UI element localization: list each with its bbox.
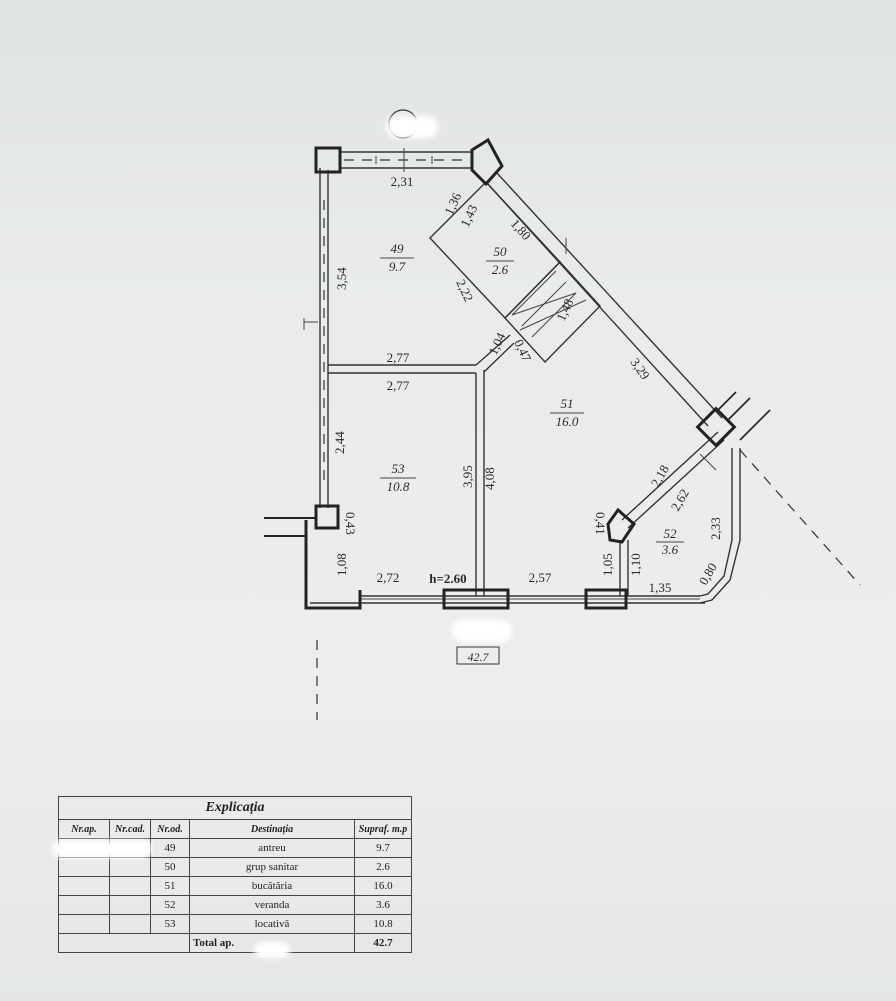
columns [264, 137, 771, 610]
label-d_043: 0,43 [343, 512, 358, 535]
total-area-box [456, 646, 500, 665]
label-suprafata: 10.8 [354, 914, 412, 934]
label-suprafata: 9.7 [354, 838, 412, 858]
room-50-number: 50 [494, 244, 508, 259]
room-50-area: 2.6 [492, 262, 509, 277]
label-d_104: 1,04 [485, 330, 508, 357]
label-1: Nr.cad. [109, 819, 151, 839]
label-d_233: 2,33 [708, 517, 723, 540]
room-52-area: 3.6 [661, 542, 679, 557]
label-d_244: 2,44 [332, 431, 347, 454]
label-destinatia: locativă [189, 914, 355, 934]
label-d_041: 0,41 [593, 512, 608, 535]
table-total-row: Total ap. 42.7 [58, 933, 412, 953]
label-suprafata: 16.0 [354, 876, 412, 896]
label-d_257: 2,57 [529, 570, 552, 585]
redaction-total [254, 942, 290, 958]
label-d_180: 1,80 [508, 216, 534, 243]
label-d_231: 2,31 [391, 174, 414, 189]
label-d_329: 3,29 [628, 355, 653, 382]
label-suprafata: 3.6 [354, 895, 412, 915]
total-area-label: 42.7 [468, 650, 490, 664]
room-51-area: 16.0 [556, 414, 579, 429]
room-49-number: 49 [391, 241, 405, 256]
label-d_408: 4,08 [482, 467, 497, 490]
label-d_110: 1,10 [628, 553, 643, 576]
axis-lines [316, 159, 861, 720]
label-d_108: 1,08 [334, 553, 349, 576]
table-header-row: Nr.ap. Nr.cad. Nr.od. Destinația Supraf.… [58, 819, 412, 839]
label-destinatia: grup sanitar [189, 857, 355, 877]
room-53-number: 53 [392, 461, 406, 476]
redaction-top [386, 116, 438, 138]
label-nr_od: 53 [150, 914, 190, 934]
label-d_354: 3,54 [334, 267, 349, 290]
redaction-table [52, 840, 152, 858]
label-d_277a: 2,77 [387, 350, 410, 365]
label-d_143: 1,43 [457, 202, 480, 229]
label-d_277b: 2,77 [387, 378, 410, 393]
walls [303, 148, 741, 604]
room-51-number: 51 [561, 396, 574, 411]
label-d_218: 2,18 [648, 462, 672, 489]
label-4: Supraf. m.p [354, 819, 412, 839]
label-3: Destinația [189, 819, 355, 839]
label-destinatia: bucătăria [189, 876, 355, 896]
label-nr_od: 49 [150, 838, 190, 858]
label-d_262: 2,62 [668, 486, 692, 513]
label-0: Nr.ap. [58, 819, 110, 839]
label-suprafata: 2.6 [354, 857, 412, 877]
label-destinatia: antreu [189, 838, 355, 858]
label-d_105: 1,05 [600, 553, 615, 576]
explanation-table: Explicația Nr.ap. Nr.cad. Nr.od. Destina… [58, 796, 412, 953]
label-d_272: 2,72 [377, 570, 400, 585]
label-2: Nr.od. [150, 819, 190, 839]
label-destinatia: veranda [189, 895, 355, 915]
label-d_148: 1,48 [553, 296, 576, 323]
room-labels: 49 9.7 50 2.6 51 16.0 52 3.6 53 10.8 [380, 241, 684, 557]
label-d_080: 0,80 [696, 560, 720, 587]
room-53-area: 10.8 [387, 479, 410, 494]
label-nr_od: 52 [150, 895, 190, 915]
label-nr_od: 50 [150, 857, 190, 877]
label-d_047: 0,47 [511, 337, 534, 364]
total-value: 42.7 [354, 933, 412, 953]
room-49-area: 9.7 [389, 259, 406, 274]
ceiling-height: h=2.60 [429, 571, 466, 586]
label-d_222: 2,22 [453, 277, 476, 304]
table-title: Explicația [58, 796, 412, 820]
label-nr_od: 51 [150, 876, 190, 896]
label-d_135: 1,35 [649, 580, 672, 595]
redaction-bottom [452, 620, 512, 642]
room-52-number: 52 [664, 526, 678, 541]
label-d_395: 3,95 [460, 465, 475, 488]
